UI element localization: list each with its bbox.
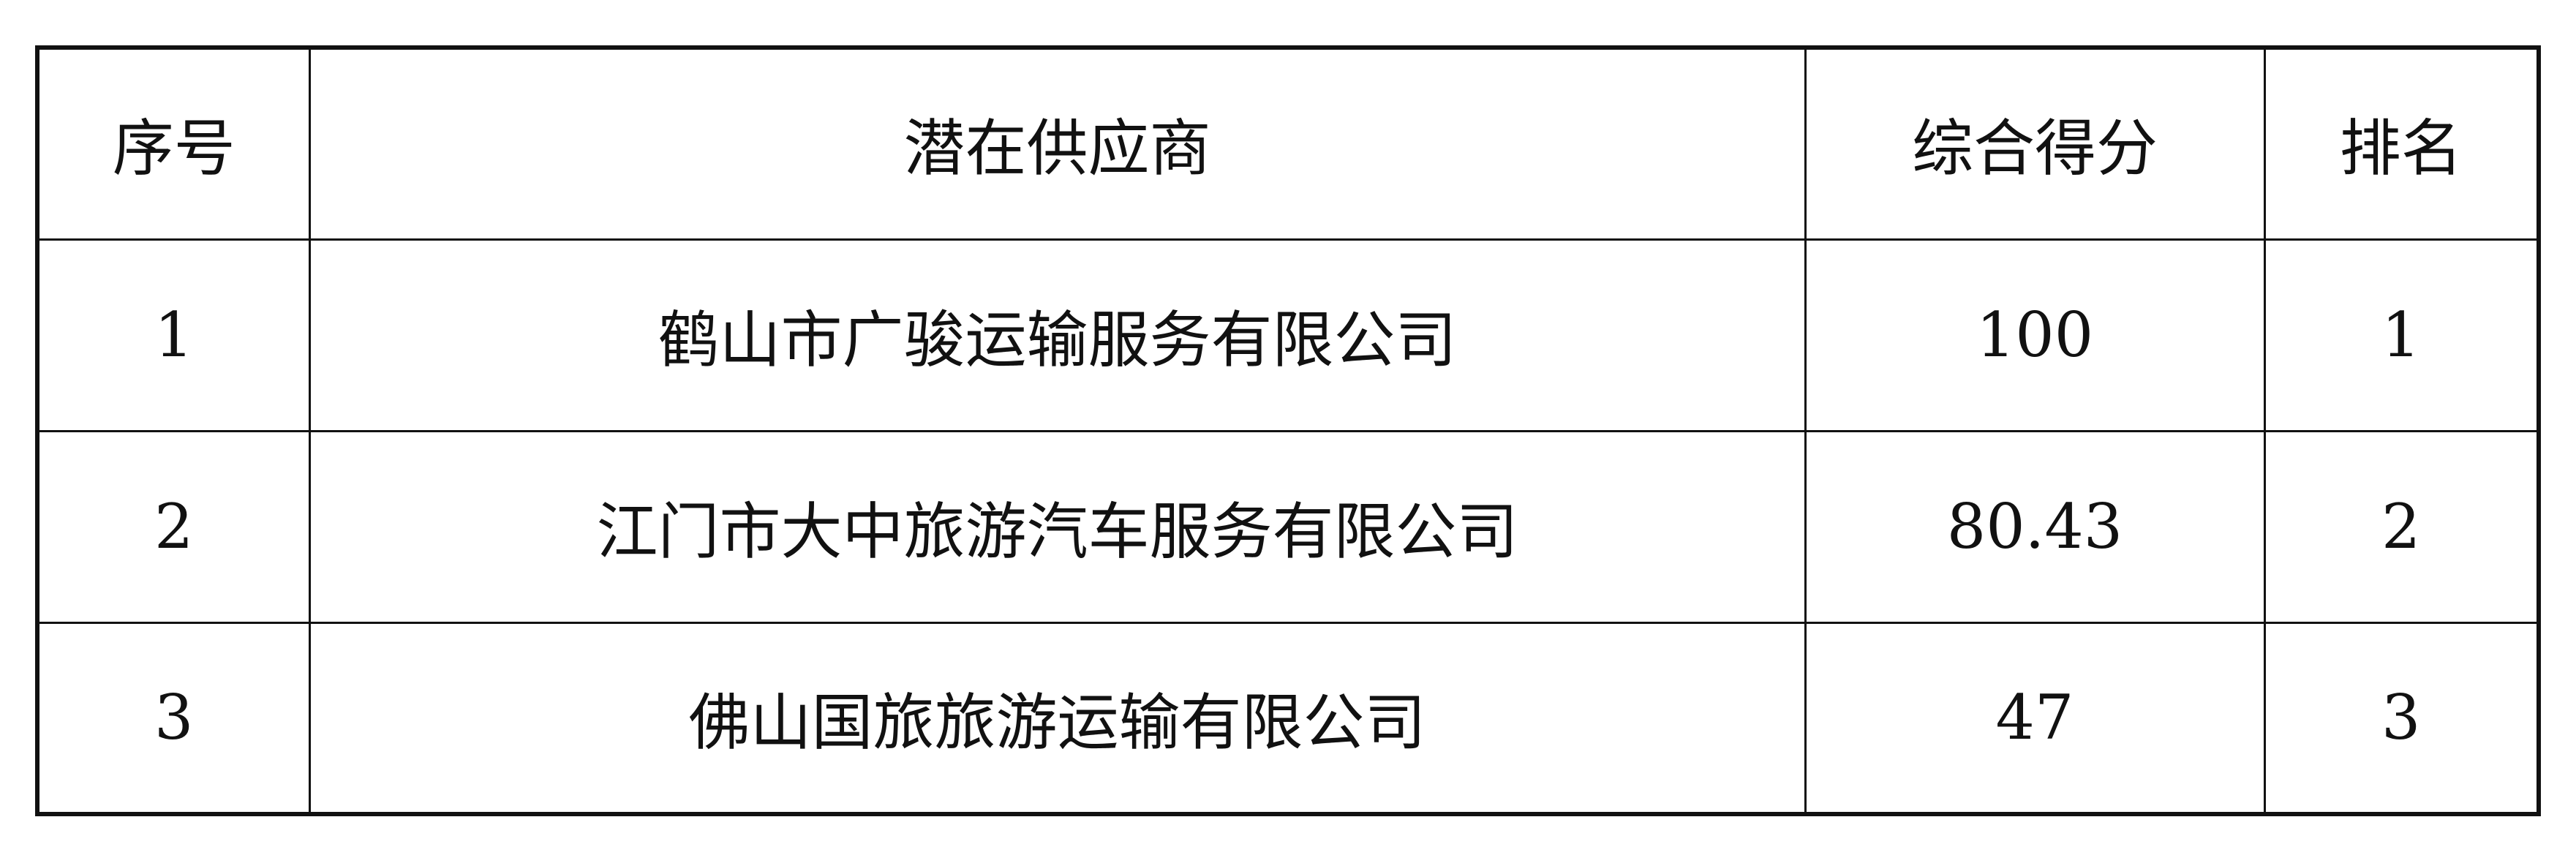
cell-supplier: 江门市大中旅游汽车服务有限公司 [308, 429, 1807, 624]
cell-rank: 1 [2263, 238, 2540, 432]
cell-score: 47 [1804, 621, 2266, 816]
cell-rank: 2 [2263, 429, 2540, 624]
cell-supplier: 鹤山市广骏运输服务有限公司 [308, 238, 1807, 432]
cell-score: 100 [1804, 238, 2266, 432]
ranking-table: 序号 潜在供应商 综合得分 排名 1 鹤山市广骏运输服务有限公司 100 1 2… [35, 45, 2541, 816]
table-row: 2 江门市大中旅游汽车服务有限公司 80.43 2 [36, 429, 2540, 624]
header-score: 综合得分 [1804, 46, 2266, 241]
header-rank: 排名 [2263, 46, 2540, 241]
header-supplier: 潜在供应商 [308, 46, 1807, 241]
header-serial-number: 序号 [36, 46, 311, 241]
cell-rank: 3 [2263, 621, 2540, 816]
cell-serial-number: 2 [36, 429, 311, 624]
cell-serial-number: 3 [36, 621, 311, 816]
table-row: 1 鹤山市广骏运输服务有限公司 100 1 [36, 238, 2540, 432]
cell-score: 80.43 [1804, 429, 2266, 624]
table-row: 3 佛山国旅旅游运输有限公司 47 3 [36, 621, 2540, 816]
table-header-row: 序号 潜在供应商 综合得分 排名 [36, 46, 2540, 241]
cell-serial-number: 1 [36, 238, 311, 432]
cell-supplier: 佛山国旅旅游运输有限公司 [308, 621, 1807, 816]
